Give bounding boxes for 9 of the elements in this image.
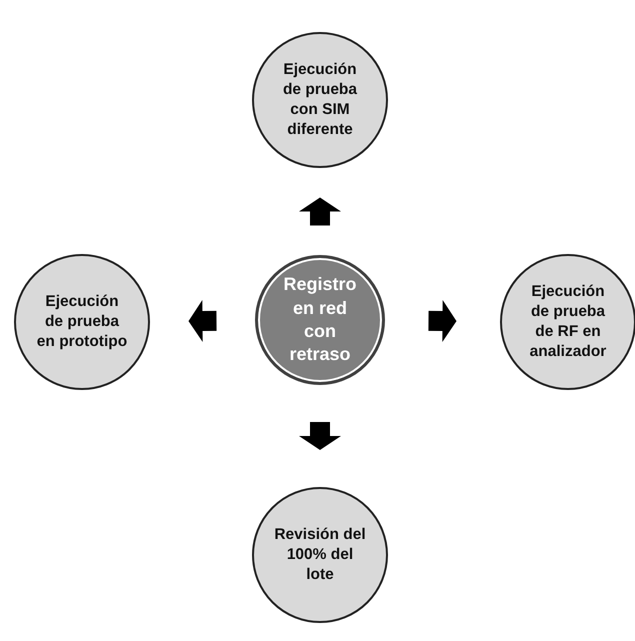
node-label: Registro en red con retraso xyxy=(282,273,358,366)
node-label: Ejecución de prueba con SIM diferente xyxy=(282,60,358,140)
node-label: Ejecución de prueba de RF en analizador xyxy=(528,282,608,362)
node-label: Ejecución de prueba en prototipo xyxy=(36,292,128,352)
block-arrow xyxy=(188,300,217,342)
node-label: Revisión del 100% del lote xyxy=(274,524,366,586)
block-arrow xyxy=(299,198,341,226)
block-arrow xyxy=(428,300,456,342)
block-arrow xyxy=(299,422,341,450)
